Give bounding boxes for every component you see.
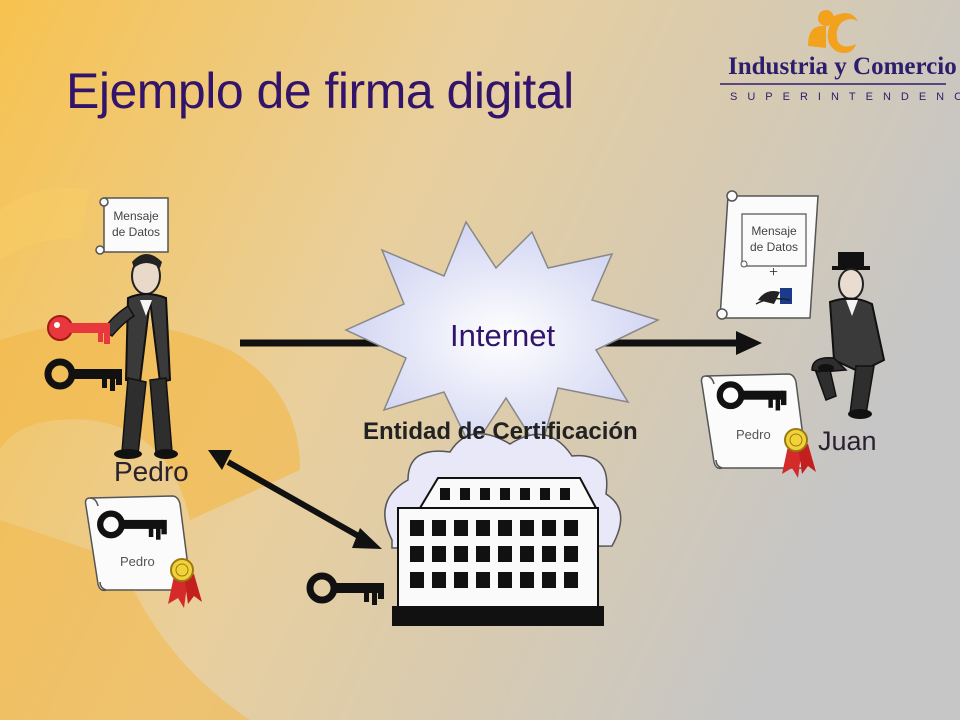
arrow-head-pedro [208,450,232,470]
internet-label: Internet [450,318,556,353]
plus-sign: + [769,264,779,281]
signature-pen-icon [755,288,792,305]
decor-swoosh-lower [0,520,250,720]
logo-brand: Industria y Comercio [728,53,957,80]
juan-figure-icon [811,252,886,419]
pedro-message-line-1: Mensaje [113,209,159,223]
juan-name-label: Juan [818,426,877,456]
logo-subtitle: SUPERINTENDENCIA [730,91,960,103]
pedro-figure-icon [103,254,178,459]
slide-title: Ejemplo de firma digital [66,63,574,119]
juan-message-scroll [716,190,819,320]
arrow-pedro-entidad [226,459,364,541]
juan-certificate-name: Pedro [736,427,771,442]
juan-message-text: Mensaje de Datos [744,223,804,255]
certification-building-icon [384,432,622,626]
logo-mark-icon [808,10,858,54]
juan-message-line-2: de Datos [749,240,799,254]
pedro-message-text: Mensaje de Datos [106,208,166,240]
juan-message-line-1: Mensaje [751,224,797,238]
pedro-message-line-2: de Datos [111,225,161,239]
arrow-head-right [736,331,762,355]
pedro-name-label: Pedro [114,456,189,487]
decor-shape [0,187,90,260]
pedro-message-scroll [95,197,169,255]
entidad-label: Entidad de Certificación [363,418,638,445]
pedro-certificate-name: Pedro [120,554,155,569]
private-key-icon [47,315,110,344]
arrow-head-entidad [352,528,382,549]
